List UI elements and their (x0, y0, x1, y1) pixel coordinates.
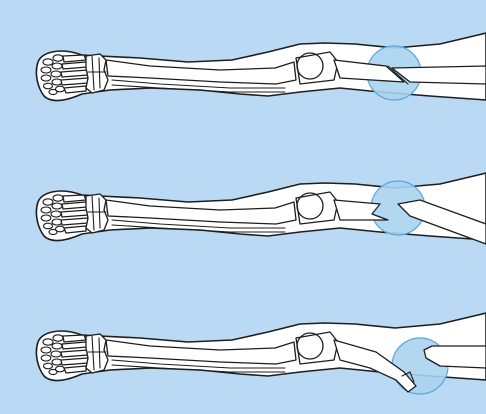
leg-fracture-diagram (0, 0, 486, 414)
